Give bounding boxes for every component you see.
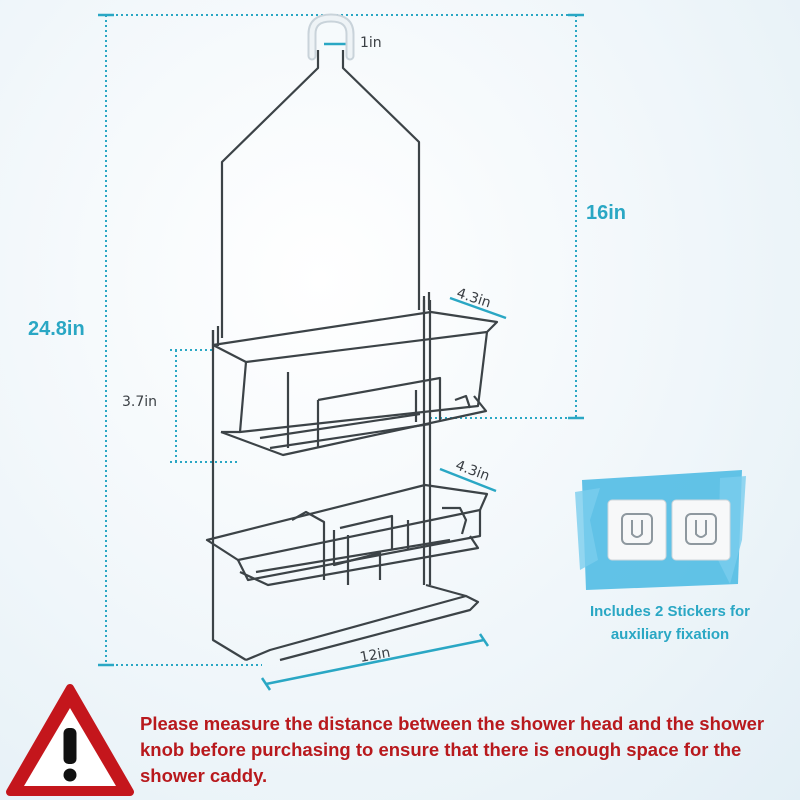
warning-triangle-icon [6,684,134,796]
caddy-frame [205,50,499,662]
dimension-lines [105,14,577,666]
adhesive-hook-icon [685,513,717,545]
shelf-spacing-label: 3.7in [122,394,158,410]
total-height-label: 24.8in [28,318,85,340]
stickers-caption: Includes 2 Stickers for auxiliary fixati… [589,603,751,643]
warning-message: Please measure the distance between the … [140,713,765,786]
hanger-height-label: 16in [586,202,627,224]
dimension-arrows [98,13,584,691]
sticker-panel [575,470,746,590]
adhesive-hook-icon [621,513,653,545]
hook [307,13,355,61]
hook-width-label: 1in [360,35,382,51]
